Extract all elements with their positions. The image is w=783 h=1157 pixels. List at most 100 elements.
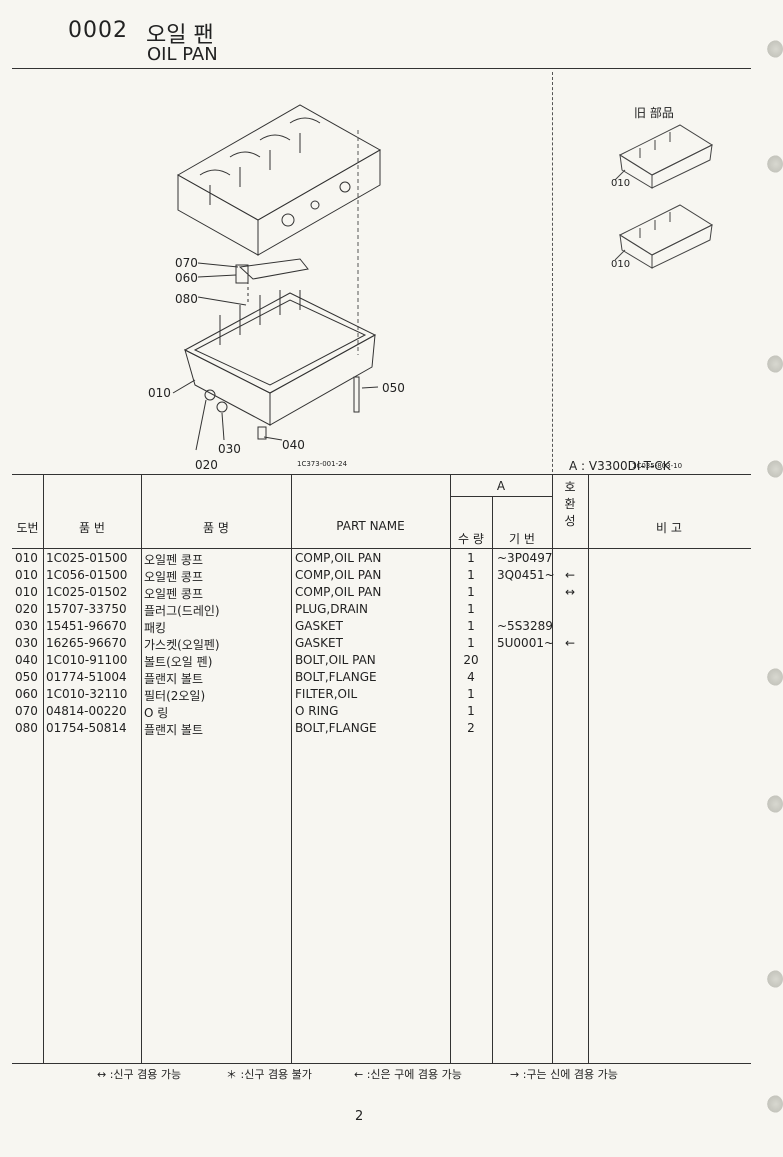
cell-name-ko: 플랜지 볼트: [144, 723, 204, 737]
binder-hole: [765, 795, 783, 813]
cell-qty: 1: [467, 619, 475, 633]
callout-040: 040: [282, 438, 305, 452]
cell-no: 050: [15, 670, 38, 684]
cell-part-name: O RING: [295, 704, 339, 718]
cell-no: 040: [15, 653, 38, 667]
callout-070: 070: [175, 256, 198, 270]
cell-no: 060: [15, 687, 38, 701]
cell-part-no: 01774-51004: [46, 670, 127, 684]
inset-figure-id: 1C035-803-10: [632, 462, 683, 470]
col-divider: [291, 474, 292, 1063]
cell-qty: 4: [467, 670, 475, 684]
header-interchange: 호환성: [564, 480, 576, 528]
cell-part-name: COMP,OIL PAN: [295, 568, 382, 582]
cell-part-no: 04814-00220: [46, 704, 127, 718]
cell-qty: 20: [463, 653, 479, 667]
cell-serial: ~3P0497: [497, 551, 553, 565]
cell-name-ko: 필터(2오일): [144, 689, 206, 703]
header-remarks: 비 고: [656, 521, 682, 535]
binder-hole: [765, 355, 783, 373]
cell-part-no: 01754-50814: [46, 721, 127, 735]
callout-080: 080: [175, 292, 198, 306]
cell-name-ko: 볼트(오일 펜): [144, 655, 213, 669]
title-english: OIL PAN: [147, 44, 218, 65]
cell-no: 080: [15, 721, 38, 735]
cell-no: 010: [15, 568, 38, 582]
col-divider: [141, 474, 142, 1063]
legend-not-interchangeable: ＊ :신구 겸용 불가: [226, 1068, 312, 1081]
cell-name-ko: 오일펜 콩프: [144, 553, 204, 567]
table-top-rule: [12, 474, 751, 475]
cell-part-name: FILTER,OIL: [295, 687, 358, 701]
legend-new-fits-old: ← :신은 구에 겸용 가능: [354, 1068, 462, 1081]
cell-part-no: 15451-96670: [46, 619, 127, 633]
cell-qty: 2: [467, 721, 475, 735]
cell-part-name: COMP,OIL PAN: [295, 585, 382, 599]
inset-title: 旧 部品: [634, 106, 674, 120]
header-part-no: 품 번: [79, 521, 105, 535]
header-no: 도번: [16, 521, 39, 535]
cell-name-ko: 오일펜 콩프: [144, 587, 204, 601]
cell-part-name: BOLT,FLANGE: [295, 721, 377, 735]
callout-060: 060: [175, 271, 198, 285]
cell-no: 030: [15, 636, 38, 650]
cell-qty: 1: [467, 704, 475, 718]
header-group-a: A: [496, 479, 506, 493]
cell-no: 010: [15, 585, 38, 599]
binder-hole: [765, 1095, 783, 1113]
cell-part-name: BOLT,OIL PAN: [295, 653, 376, 667]
cell-name-ko: 가스켓(오일펜): [144, 638, 220, 652]
cell-no: 010: [15, 551, 38, 565]
figure-id: 1C373-001-24: [297, 460, 348, 468]
table-bottom-rule: [12, 1063, 751, 1064]
exploded-diagram: [172, 104, 382, 451]
cell-name-ko: 오일펜 콩프: [144, 570, 204, 584]
header-serial: 기 번: [509, 532, 535, 546]
cell-part-name: BOLT,FLANGE: [295, 670, 377, 684]
cell-qty: 1: [467, 585, 475, 599]
cell-part-name: PLUG,DRAIN: [295, 602, 369, 616]
col-divider: [588, 474, 589, 1063]
cell-qty: 1: [467, 636, 475, 650]
binder-hole: [765, 460, 783, 478]
col-divider: [492, 496, 493, 1063]
cell-qty: 1: [467, 551, 475, 565]
callout-050: 050: [382, 381, 405, 395]
inset-callout-010: 010: [611, 259, 631, 270]
cell-interchange: ←: [564, 636, 576, 650]
col-divider: [450, 474, 451, 1063]
cell-qty: 1: [467, 687, 475, 701]
callout-010: 010: [148, 386, 171, 400]
cell-no: 030: [15, 619, 38, 633]
cell-name-ko: 플러그(드레인): [144, 604, 220, 618]
cell-part-name: COMP,OIL PAN: [295, 551, 382, 565]
cell-part-no: 15707-33750: [46, 602, 127, 616]
cell-serial: 5U0001~: [497, 636, 555, 650]
cell-part-no: 1C010-32110: [46, 687, 128, 701]
cell-interchange: ←: [564, 568, 576, 582]
cell-interchange: ↔: [564, 585, 576, 599]
cell-qty: 1: [467, 602, 475, 616]
binder-hole: [765, 155, 783, 173]
group-a-rule: [450, 496, 552, 497]
cell-no: 020: [15, 602, 38, 616]
legend-old-fits-new: → :구는 신에 겸용 가능: [510, 1068, 618, 1081]
cell-name-ko: 플랜지 볼트: [144, 672, 204, 686]
cell-part-no: 1C056-01500: [46, 568, 128, 582]
inset-divider: [552, 72, 553, 482]
cell-part-name: GASKET: [295, 636, 343, 650]
binder-hole: [765, 668, 783, 686]
cell-part-no: 16265-96670: [46, 636, 127, 650]
cell-serial: 3Q0451~: [497, 568, 555, 582]
table-header-rule: [12, 548, 751, 549]
callout-020: 020: [195, 458, 218, 472]
header-rule: [12, 68, 751, 69]
header-name-ko: 품 명: [203, 521, 229, 535]
binder-hole: [765, 40, 783, 58]
cell-part-name: GASKET: [295, 619, 343, 633]
cell-qty: 1: [467, 568, 475, 582]
inset-callout-010: 010: [611, 178, 631, 189]
callout-030: 030: [218, 442, 241, 456]
cell-part-no: 1C025-01502: [46, 585, 128, 599]
inset-diagram: [614, 124, 714, 269]
